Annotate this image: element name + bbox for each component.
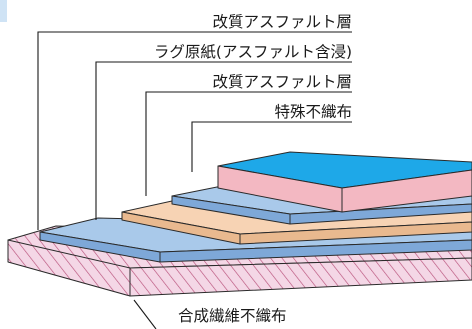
leader-line-layer4 xyxy=(191,121,352,172)
corner-tab xyxy=(0,0,7,22)
label-synthetic-fiber-nonwoven: 合成繊維不織布 xyxy=(178,307,287,325)
leader-line-layer3 xyxy=(145,91,352,196)
layer-special-nonwoven-side xyxy=(341,169,472,213)
leader-line-base xyxy=(133,299,157,329)
base-layer-right xyxy=(129,257,472,297)
leader-line-layer2 xyxy=(95,61,352,220)
layer-special-nonwoven xyxy=(217,151,472,213)
label-special-nonwoven: 特殊不織布 xyxy=(274,103,352,121)
label-rag-paper: ラグ原紙(アスファルト含浸) xyxy=(154,43,352,61)
layer-asphalt-upper-side xyxy=(289,203,472,225)
label-modified-asphalt-middle: 改質アスファルト層 xyxy=(212,73,352,91)
layer-rag-paper-side xyxy=(239,221,472,245)
layer-asphalt-lower-side xyxy=(159,239,472,263)
label-modified-asphalt-top: 改質アスファルト層 xyxy=(212,13,352,31)
leader-line-layer1 xyxy=(37,31,352,230)
